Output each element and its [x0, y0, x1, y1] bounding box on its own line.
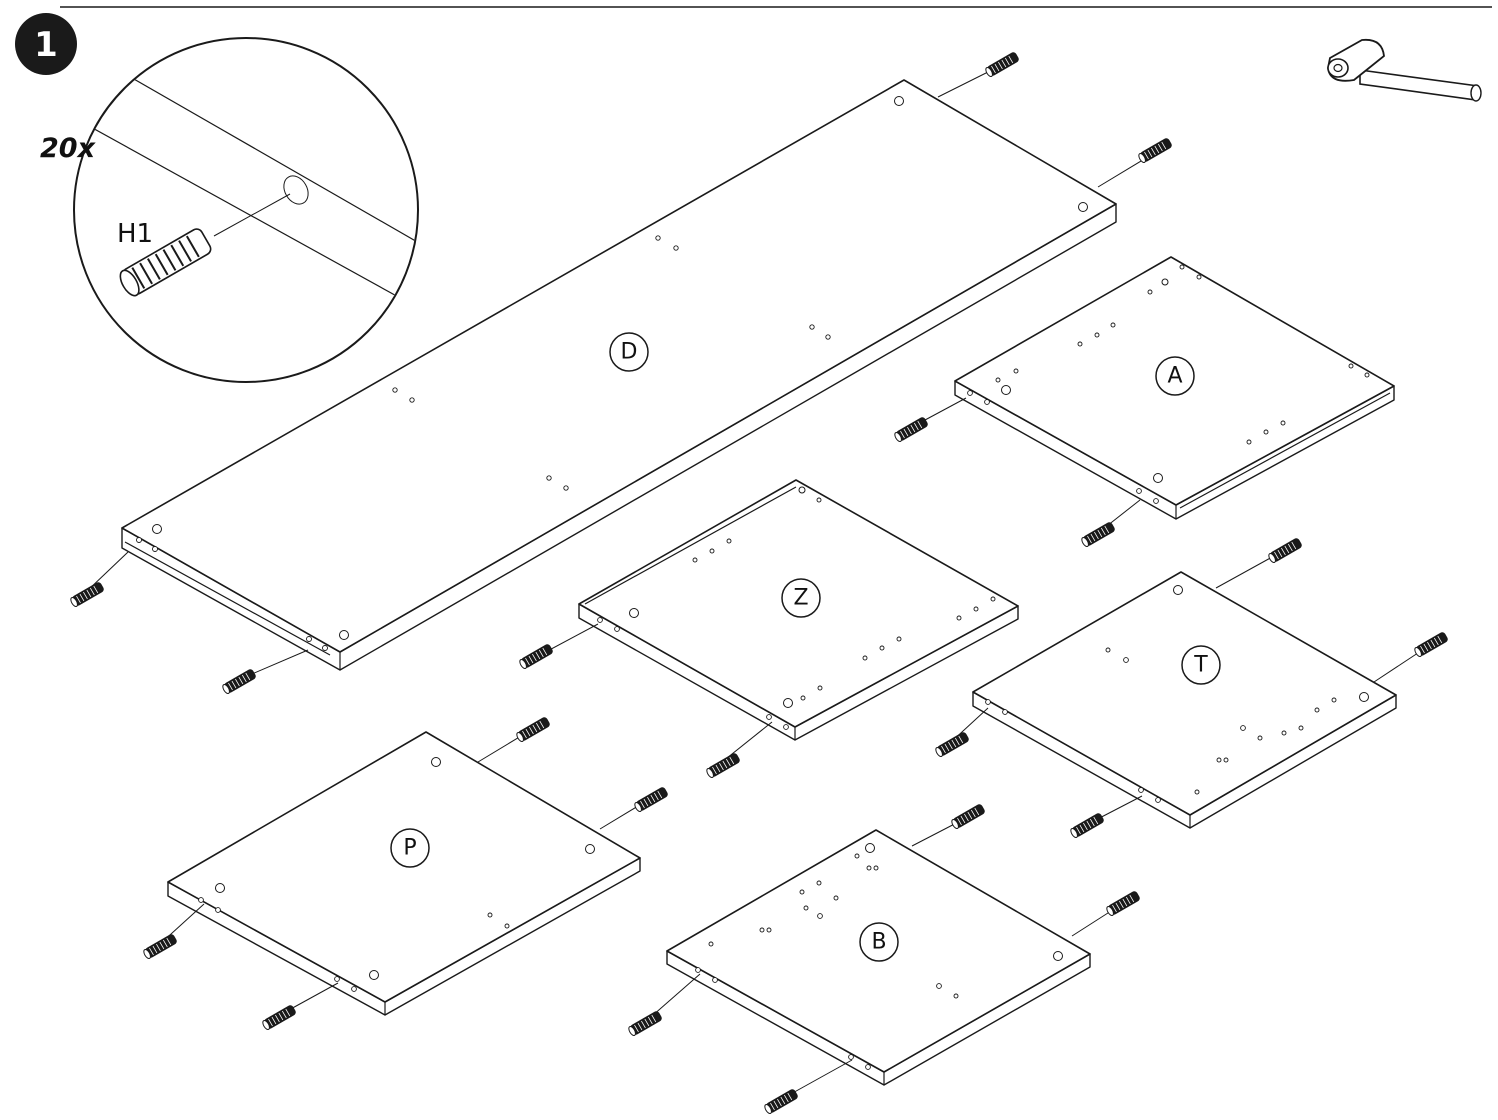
panel-label-p: P — [390, 828, 430, 868]
dowels — [70, 52, 1448, 1115]
panel-label-t: T — [1181, 645, 1221, 685]
dowel-h1-icon — [1081, 522, 1115, 548]
panel-label-a-text: A — [1167, 364, 1182, 389]
dowel-h1-icon — [519, 644, 553, 670]
dowel-h1-icon — [1070, 813, 1104, 839]
panel-label-a: A — [1155, 356, 1195, 396]
panel-label-d: D — [609, 332, 649, 372]
step-number: 1 — [34, 25, 58, 65]
dowel-h1-icon — [516, 717, 550, 743]
dowel-h1-icon — [1106, 891, 1140, 917]
dowel-h1-icon — [222, 669, 256, 695]
panel-label-b-text: B — [871, 930, 886, 955]
panel-label-b: B — [859, 922, 899, 962]
panel-label-d-text: D — [621, 340, 638, 365]
dowel-h1-icon — [262, 1005, 296, 1031]
panel-p — [167, 731, 641, 1016]
dowel-h1-icon — [1414, 632, 1448, 658]
dowel-h1-icon — [894, 417, 928, 443]
callout-detail — [73, 37, 419, 383]
dowel-h1-icon — [143, 934, 177, 960]
mallet-icon — [1327, 38, 1482, 102]
part-code-label: H1 — [117, 219, 153, 249]
panel-label-z-text: Z — [793, 586, 808, 611]
dowel-h1-icon — [634, 787, 668, 813]
dowel-h1-icon — [764, 1089, 798, 1115]
dowel-h1-icon — [951, 804, 985, 830]
dowel-h1-icon — [70, 582, 104, 608]
dowel-h1-icon — [1268, 538, 1302, 564]
quantity-label: 20x — [40, 133, 97, 164]
panel-label-t-text: T — [1193, 653, 1208, 678]
dowel-h1-icon — [706, 753, 740, 779]
dowel-h1-icon — [985, 52, 1019, 78]
dowel-h1-icon — [119, 228, 212, 297]
dowel-h1-icon — [1138, 138, 1172, 164]
dowel-h1-icon — [628, 1011, 662, 1037]
dowel-h1-icon — [935, 732, 969, 758]
panel-label-z: Z — [781, 578, 821, 618]
step-badge: 1 — [15, 13, 77, 75]
panel-label-p-text: P — [403, 836, 416, 861]
panel-t — [972, 571, 1397, 829]
